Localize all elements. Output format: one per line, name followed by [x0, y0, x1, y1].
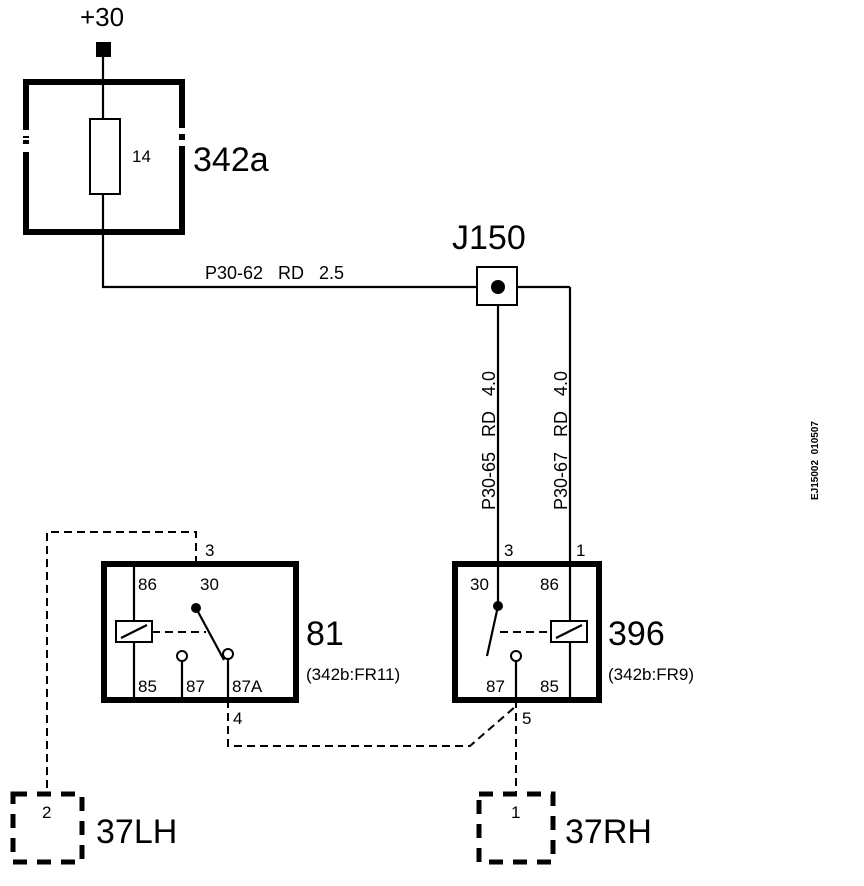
relay81-pin-86: 86	[138, 575, 157, 594]
relay396-ref: (342b:FR9)	[608, 665, 694, 684]
relay396-terminal-3: 3	[504, 541, 513, 560]
relay396-id: 396	[608, 615, 665, 653]
junction-id: J150	[452, 219, 526, 257]
fuse-id: 342a	[193, 141, 269, 179]
wire-main-label: P30-62 RD 2.5	[205, 263, 344, 283]
connector-37lh	[10, 791, 85, 865]
relay81-pin-85: 85	[138, 677, 157, 696]
relay396-pin-86: 86	[540, 575, 559, 594]
connector-37rh	[476, 791, 556, 865]
connector-lh-id: 37LH	[96, 813, 177, 851]
relay396-pin-85: 85	[540, 677, 559, 696]
connector-rh-pin: 1	[511, 803, 520, 822]
wire-right-vertical-label: P30-67 RD 4.0	[551, 371, 571, 510]
wire-p30-62	[101, 232, 477, 289]
wire-left-vertical-label: P30-65 RD 4.0	[479, 371, 499, 510]
relay396-pin-30: 30	[470, 575, 489, 594]
supply-terminal	[96, 42, 111, 57]
side-code: EJ15002 010507	[810, 421, 821, 500]
relay396-pin-87: 87	[486, 677, 505, 696]
dashed-wire-lh	[46, 531, 197, 794]
connector-lh-pin: 2	[42, 803, 51, 822]
fuse-element	[89, 118, 121, 195]
relay-81	[101, 561, 299, 703]
supply-label: +30	[80, 2, 124, 32]
relay396-terminal-5: 5	[522, 709, 531, 728]
relay396-terminal-1: 1	[576, 541, 585, 560]
relay81-ref: (342b:FR11)	[306, 665, 400, 684]
fuse-number: 14	[132, 147, 151, 166]
relay81-terminal-4: 4	[233, 709, 242, 728]
junction-node	[491, 280, 505, 294]
dashed-wire-cross	[227, 700, 517, 747]
relay81-id: 81	[306, 615, 344, 653]
connector-rh-id: 37RH	[565, 813, 652, 851]
relay81-pin-30: 30	[200, 575, 219, 594]
relay81-pin-87a: 87A	[232, 677, 263, 696]
fuse-box-342a	[23, 79, 186, 235]
relay81-pin-87: 87	[186, 677, 205, 696]
relay-396	[452, 561, 602, 703]
relay81-terminal-3: 3	[205, 541, 214, 560]
